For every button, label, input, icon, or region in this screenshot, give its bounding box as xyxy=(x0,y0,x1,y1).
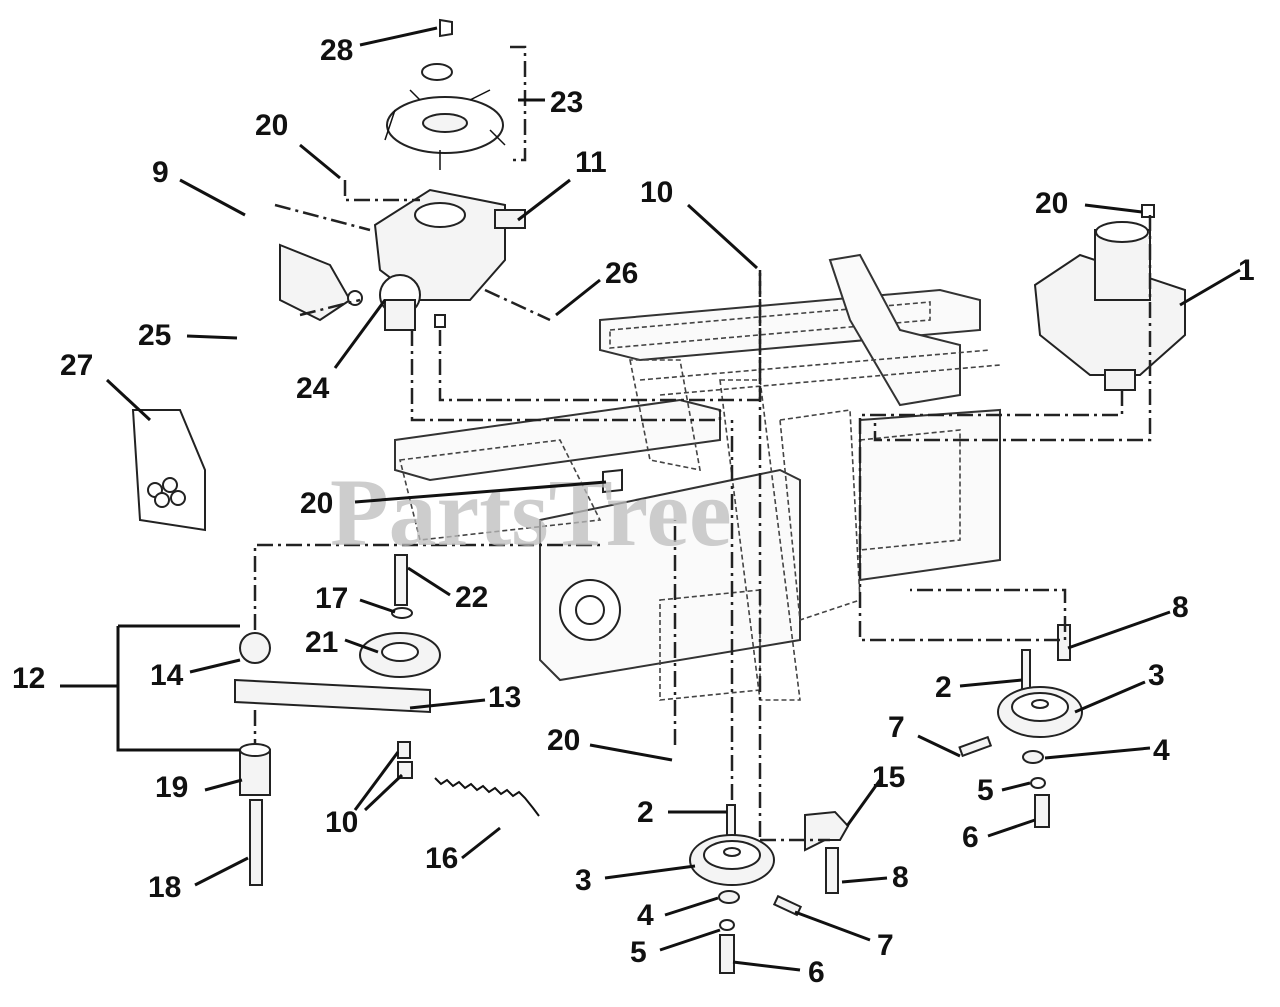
callout-14: 14 xyxy=(150,659,184,692)
left-hydro-pump xyxy=(279,188,526,331)
callout-20: 20 xyxy=(255,109,288,142)
chassis-frame xyxy=(394,253,1001,701)
callout-26: 26 xyxy=(605,257,638,290)
callout-labels: 28 23 20 11 9 10 20 1 26 25 24 27 20 17 … xyxy=(12,34,1255,989)
callout-25: 25 xyxy=(138,319,171,352)
callout-13: 13 xyxy=(488,681,521,714)
bracket-and-bolt xyxy=(804,810,850,894)
callout-19: 19 xyxy=(155,771,188,804)
callout-16: 16 xyxy=(425,842,458,875)
cooling-fan xyxy=(384,18,506,170)
leader-lines xyxy=(60,26,1241,972)
callout-12: 12 xyxy=(12,662,45,695)
callout-28: 28 xyxy=(320,34,353,67)
callout-15: 15 xyxy=(872,761,905,794)
callout-4: 4 xyxy=(637,899,654,932)
callout-9: 9 xyxy=(152,156,169,189)
callout-20: 20 xyxy=(547,724,580,757)
right-pulley-group xyxy=(958,624,1083,828)
callout-20: 20 xyxy=(300,487,333,520)
callout-11: 11 xyxy=(575,146,607,179)
callout-5: 5 xyxy=(977,774,994,807)
callout-27: 27 xyxy=(60,349,93,382)
callout-21: 21 xyxy=(305,626,338,659)
center-pulley-group xyxy=(689,804,803,974)
callout-17: 17 xyxy=(315,582,348,615)
callout-7: 7 xyxy=(877,929,894,962)
watermark-text: PartsTree xyxy=(330,459,732,566)
callout-3: 3 xyxy=(575,864,592,897)
callout-5: 5 xyxy=(630,936,647,969)
callout-7: 7 xyxy=(888,711,905,744)
callout-8: 8 xyxy=(892,861,909,894)
callout-2: 2 xyxy=(637,796,654,829)
callout-4: 4 xyxy=(1153,734,1170,767)
callout-10: 10 xyxy=(640,176,673,209)
decal-sheet xyxy=(131,409,206,532)
callout-22: 22 xyxy=(455,581,488,614)
callout-3: 3 xyxy=(1148,659,1165,692)
callout-23: 23 xyxy=(550,86,583,119)
callout-18: 18 xyxy=(148,871,181,904)
right-hydro-pump xyxy=(1033,204,1186,391)
assembly-lines xyxy=(253,45,1152,842)
callout-2: 2 xyxy=(935,671,952,704)
callout-20: 20 xyxy=(1035,187,1068,220)
callout-24: 24 xyxy=(296,372,330,405)
callout-6: 6 xyxy=(808,956,825,989)
callout-6: 6 xyxy=(962,821,979,854)
tension-spring xyxy=(434,777,540,817)
callout-8: 8 xyxy=(1172,591,1189,624)
callout-10: 10 xyxy=(325,806,358,839)
callout-1: 1 xyxy=(1238,254,1255,287)
idler-arm-assembly xyxy=(234,554,441,886)
